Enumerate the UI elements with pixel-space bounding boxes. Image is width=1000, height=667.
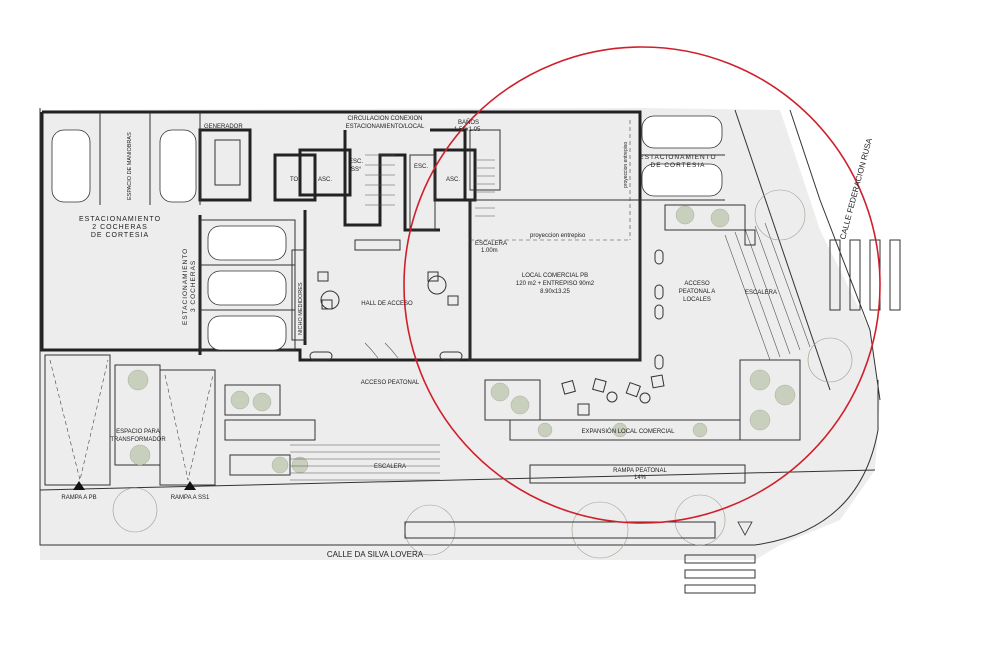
label-estac-top-1: ESTACIONAMIENTO (639, 154, 716, 161)
label-estac-3: DE CORTESIA (91, 232, 149, 239)
label-local-1: LOCAL COMERCIAL PB (522, 273, 588, 279)
label-asc-2: ASC. (446, 177, 460, 183)
label-estac-1: ESTACIONAMIENTO (79, 216, 161, 223)
terrace-chairs (561, 374, 665, 416)
label-proyeccion: proyeccion entrepiso (530, 233, 586, 239)
label-estac-vertical-2: 3 COCHERAS (190, 260, 197, 312)
label-estac-top-2: DE CORTESIA (651, 162, 706, 169)
side-stairs (724, 222, 811, 361)
local-comercial (469, 120, 664, 370)
label-circulacion: CIRCULACION CONEXION (347, 116, 422, 122)
label-calle-silva: CALLE DA SILVA LOVERA (327, 550, 424, 559)
label-escalera-dim: ESCALERA (475, 241, 507, 247)
vegetation (112, 189, 853, 559)
label-circulacion-2: ESTACIONAMIENTO/LOCAL (346, 124, 425, 130)
label-hall: HALL DE ACCESO (361, 301, 413, 307)
label-esc-ss: ESC. (349, 159, 363, 165)
core-stairs (214, 139, 495, 251)
parking-cortesia-left (51, 112, 201, 205)
label-escalera-side: ESCALERA (745, 290, 777, 296)
label-esc-ss-2: SS° (351, 167, 362, 173)
label-rampa-pb: RAMPA A PB (61, 495, 96, 501)
label-espacio-maniobras: ESPACIO DE MANIOBRAS (127, 132, 133, 200)
parking-cortesia-right (640, 115, 725, 201)
property-outline (39, 108, 881, 546)
label-generador: GENERADOR (204, 124, 243, 130)
label-escalera-dim-2: 1.00m (481, 248, 498, 254)
label-toi: TOI (290, 177, 300, 183)
label-acceso-locales-1: ACCESO (684, 281, 710, 287)
ramps (44, 354, 216, 490)
label-acceso-peatonal: ACCESO PEATONAL (361, 380, 420, 386)
label-esc: ESC. (414, 164, 428, 170)
label-calle-federacion: CALLE FEDERACION RUSA (838, 137, 874, 241)
label-asc-1: ASC. (318, 177, 332, 183)
label-local-3: 8.90x13.25 (540, 289, 570, 295)
label-nicho: NICHO MEDIDORES (298, 282, 304, 335)
label-acceso-locales-3: LOCALES (683, 297, 711, 303)
label-rampa-pct: 14% (634, 475, 647, 481)
label-banos-dim: 1.50x1.05 (454, 127, 481, 133)
label-escalera-front: ESCALERA (374, 464, 406, 470)
label-rampa-ss1: RAMPA A SS1 (171, 495, 210, 501)
label-expansion: EXPANSIÓN LOCAL COMERCIAL (581, 428, 675, 435)
label-local-2: 120 m2 + ENTREPISO 90m2 (516, 281, 595, 287)
label-estac-vertical: ESTACIONAMIENTO (182, 248, 189, 325)
label-estac-2: 2 COCHERAS (92, 224, 148, 231)
label-banos: BAÑOS (458, 119, 479, 126)
label-transformador-2: TRANSFORMADOR (110, 437, 166, 443)
label-proyeccion-vertical: proyeccion entrepiso (623, 142, 629, 188)
front-stairs (290, 444, 746, 484)
label-acceso-locales-2: PEATONAL A (679, 289, 716, 295)
parking-3-cocheras (199, 219, 307, 351)
label-rampa-peatonal: RAMPA PEATONAL (613, 468, 667, 474)
paving-areas (40, 108, 880, 560)
label-transformador-1: ESPACIO PARA (116, 429, 160, 435)
hall-furniture (309, 271, 463, 361)
highlight-circle (403, 46, 881, 524)
